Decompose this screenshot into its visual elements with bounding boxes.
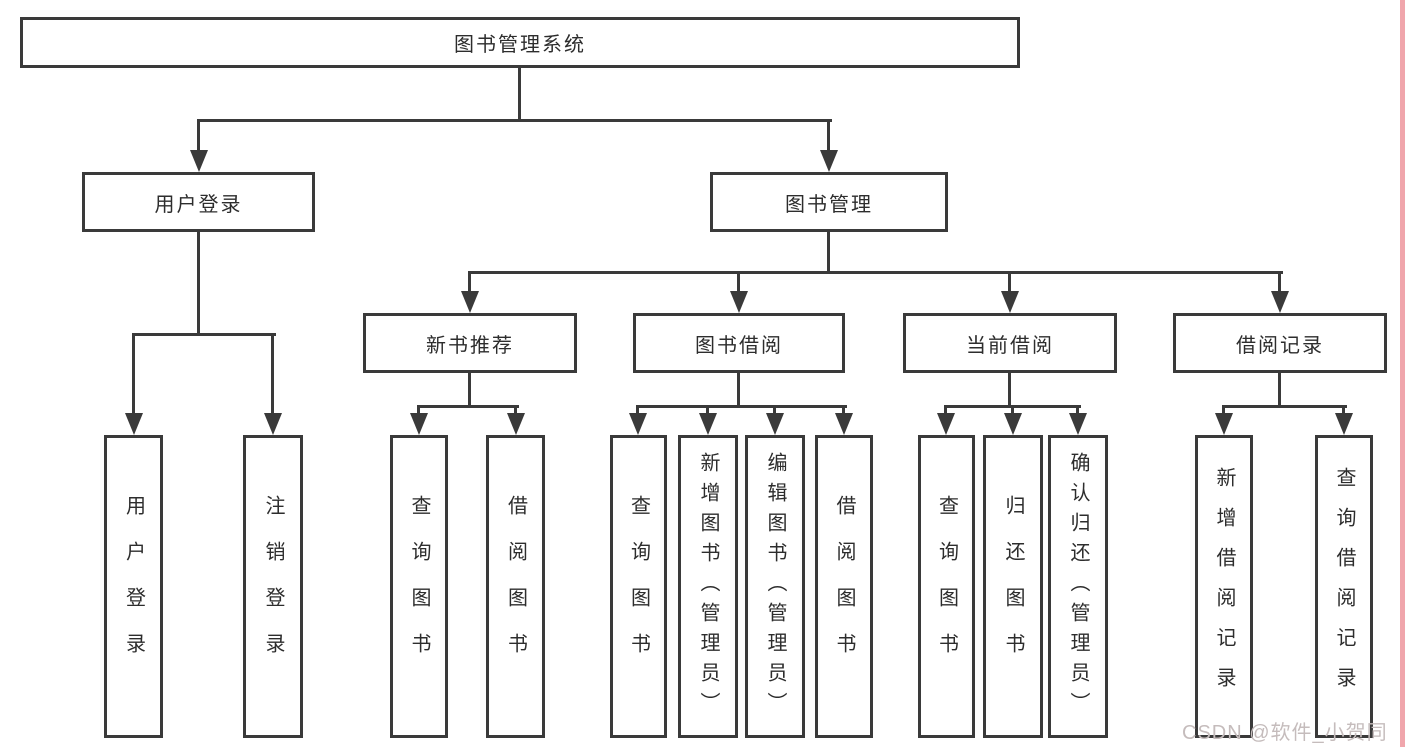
connector-line [417,405,420,417]
connector-line [468,373,471,408]
node-label: 图书管理 [785,193,873,216]
connector-line [518,68,521,121]
arrow-down-icon [410,413,428,435]
node-borrowing-records: 借阅记录 [1173,313,1387,373]
node-label: 注销登录 [262,494,284,679]
arrow-down-icon [937,413,955,435]
arrow-down-icon [190,150,208,172]
connector-line [197,119,200,155]
arrow-down-icon [461,291,479,313]
connector-line [417,405,519,408]
connector-line [1342,405,1345,417]
arrow-down-icon [699,413,717,435]
arrow-down-icon [629,413,647,435]
node-label: 确认归还（管理员） [1067,451,1089,722]
connector-line [132,333,276,336]
connector-line [1076,405,1079,417]
node-label: 查询图书 [627,494,650,679]
node-borrow-books-2: 借阅图书 [815,435,873,738]
connector-line [1222,405,1347,408]
arrow-down-icon [820,150,838,172]
node-query-books-1: 查询图书 [390,435,448,738]
connector-line [636,405,639,417]
node-book-management-module: 图书管理 [710,172,948,232]
node-label: 查询图书 [935,494,958,679]
node-user-login: 用户登录 [104,435,163,738]
connector-line [737,271,740,295]
node-label: 新增借阅记录 [1213,466,1235,707]
node-borrow-books-1: 借阅图书 [486,435,545,738]
node-query-books-3: 查询图书 [918,435,975,738]
arrow-down-icon [125,413,143,435]
node-label: 借阅图书 [504,494,527,679]
connector-line [132,333,135,417]
node-label: 图书借阅 [695,334,783,357]
connector-line [197,232,200,335]
arrow-down-icon [1215,413,1233,435]
arrow-down-icon [1004,413,1022,435]
node-label: 图书管理系统 [454,34,586,56]
node-label: 用户登录 [122,494,145,679]
node-label: 查询图书 [408,494,430,679]
connector-line [1222,405,1225,417]
connector-line [636,405,847,408]
node-book-borrowing: 图书借阅 [633,313,845,373]
node-label: 查询借阅记录 [1333,466,1355,707]
connector-line [827,119,830,155]
node-query-borrow-record: 查询借阅记录 [1315,435,1373,738]
connector-line [197,119,832,122]
node-library-management-system: 图书管理系统 [20,17,1020,68]
connector-line [468,271,1283,274]
node-add-borrow-record: 新增借阅记录 [1195,435,1253,738]
node-label: 借阅记录 [1236,334,1324,357]
node-user-login-module: 用户登录 [82,172,315,232]
node-label: 归还图书 [1002,494,1024,679]
node-add-book-admin: 新增图书（管理员） [678,435,738,738]
connector-line [1008,373,1011,408]
connector-line [1278,373,1281,408]
arrow-down-icon [1069,413,1087,435]
connector-line [1011,405,1014,417]
arrow-down-icon [507,413,525,435]
connector-line [468,271,471,295]
node-confirm-return-admin: 确认归还（管理员） [1048,435,1108,738]
node-label: 借阅图书 [833,494,855,679]
connector-line [773,405,776,417]
connector-line [1008,271,1011,295]
node-label: 新书推荐 [426,334,514,357]
connector-line [1278,271,1281,295]
node-query-books-2: 查询图书 [610,435,667,738]
csdn-watermark: CSDN @软件_小贺同学 [1182,722,1388,744]
connector-line [706,405,709,417]
right-edge-strip [1400,0,1405,747]
connector-line [514,405,517,417]
node-label: 编辑图书（管理员） [764,451,786,722]
node-label: 新增图书（管理员） [697,451,719,722]
node-new-book-recommendation: 新书推荐 [363,313,577,373]
node-label: 用户登录 [154,193,243,216]
arrow-down-icon [835,413,853,435]
node-logout: 注销登录 [243,435,303,738]
connector-line [271,333,274,417]
node-label: 当前借阅 [966,334,1054,357]
arrow-down-icon [1271,291,1289,313]
connector-line [827,232,830,273]
arrow-down-icon [766,413,784,435]
arrow-down-icon [1001,291,1019,313]
arrow-down-icon [730,291,748,313]
arrow-down-icon [264,413,282,435]
connector-line [842,405,845,417]
node-return-books: 归还图书 [983,435,1043,738]
arrow-down-icon [1335,413,1353,435]
connector-line [944,405,947,417]
node-edit-book-admin: 编辑图书（管理员） [745,435,805,738]
node-current-borrowing: 当前借阅 [903,313,1117,373]
connector-line [737,373,740,408]
